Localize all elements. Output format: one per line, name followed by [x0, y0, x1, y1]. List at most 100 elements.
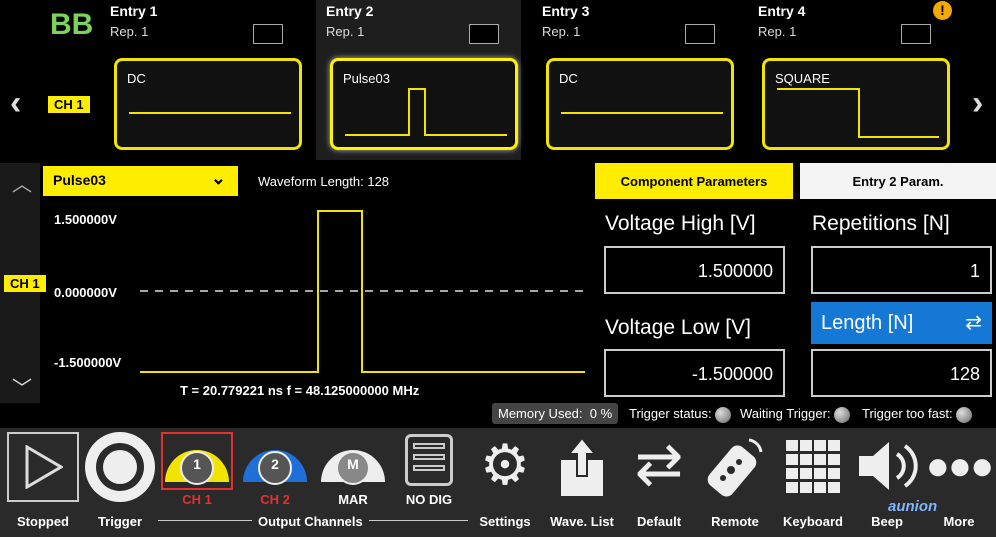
length-label: Length [N]: [821, 312, 914, 334]
scroll-left-arrow[interactable]: ‹: [10, 84, 22, 122]
voltage-low-label: Voltage Low [V]: [605, 316, 751, 339]
dc-wave-icon: [561, 112, 723, 114]
waveform-select[interactable]: Pulse03 ⌄: [43, 166, 238, 196]
entry-rep-input[interactable]: [685, 24, 715, 44]
channel-2-number: 2: [271, 456, 279, 472]
length-field[interactable]: 128: [811, 349, 992, 397]
channel-2-button[interactable]: 2 CH 2: [238, 428, 312, 537]
voltage-high-label: Voltage High [V]: [605, 212, 756, 235]
voltage-high-field[interactable]: 1.500000: [604, 246, 785, 294]
beep-label: Beep: [871, 514, 903, 529]
entry-rep: Rep. 1: [326, 24, 365, 39]
channel-tag-side: CH 1: [4, 275, 46, 292]
marker-letter: M: [347, 456, 359, 472]
marker-label: MAR: [338, 492, 368, 507]
channel-tag: CH 1: [48, 96, 90, 113]
entry-2[interactable]: Entry 2 Rep. 1 Pulse03: [316, 0, 521, 160]
entry-rep: Rep. 1: [542, 24, 581, 39]
play-icon: [7, 432, 79, 502]
waiting-trigger: Waiting Trigger:: [740, 406, 851, 423]
entry-3[interactable]: Entry 3 Rep. 1 DC: [532, 0, 737, 160]
entry-rep-input[interactable]: [901, 24, 931, 44]
output-channels-label: Output Channels: [252, 514, 369, 529]
trigger-button[interactable]: Trigger: [82, 428, 158, 537]
trigger-status: Trigger status:: [629, 406, 732, 423]
keyboard-icon: [786, 440, 840, 493]
memory-used: Memory Used: 0 %: [492, 403, 619, 424]
entry-rep: Rep. 1: [110, 24, 149, 39]
entry-title: Entry 3: [542, 3, 590, 19]
trigger-status-label: Trigger status:: [629, 406, 712, 421]
repetitions-label: Repetitions [N]: [812, 212, 950, 235]
status-led-icon: [956, 406, 973, 423]
entry-4[interactable]: Entry 4 Rep. 1 ! SQUARE: [748, 0, 953, 160]
waveform-select-value: Pulse03: [53, 172, 106, 188]
entry-rep-input[interactable]: [469, 24, 499, 44]
entry-waveform-preview[interactable]: SQUARE: [762, 58, 950, 150]
settings-button[interactable]: ⚙ Settings: [470, 428, 540, 537]
bottom-toolbar: Stopped Trigger 1 CH 1 2 CH 2 M MAR NO D…: [0, 428, 996, 537]
entry-waveform-name: SQUARE: [775, 71, 830, 86]
stopped-button[interactable]: Stopped: [6, 428, 80, 537]
more-label: More: [943, 514, 975, 529]
more-button[interactable]: ●●● More: [924, 428, 994, 537]
speaker-icon: [859, 442, 918, 490]
keyboard-button[interactable]: Keyboard: [776, 428, 850, 537]
trigger-too-fast-label: Trigger too fast:: [862, 406, 953, 421]
brand-watermark: aunion: [888, 498, 938, 515]
voltage-low-field[interactable]: -1.500000: [604, 349, 785, 397]
trigger-icon: [85, 432, 155, 502]
scroll-right-arrow[interactable]: ›: [972, 84, 984, 122]
export-icon: [561, 436, 603, 496]
waveform-length: Waveform Length: 128: [258, 174, 390, 189]
entry-waveform-preview[interactable]: Pulse03: [330, 58, 518, 150]
chevron-up-icon[interactable]: ︿: [12, 174, 32, 196]
status-led-icon: [715, 406, 732, 423]
entry-1[interactable]: Entry 1 Rep. 1 DC: [100, 0, 305, 160]
beep-button[interactable]: Beep: [852, 428, 922, 537]
no-digital-button[interactable]: NO DIG: [392, 428, 466, 537]
tab-entry-param[interactable]: Entry 2 Param.: [800, 163, 996, 199]
entry-waveform-preview[interactable]: DC: [546, 58, 734, 150]
memory-used-value: 0 %: [589, 406, 613, 421]
channel-1-label: CH 1: [182, 492, 212, 507]
more-dots-icon: ●●●: [925, 444, 994, 488]
marker-button[interactable]: M MAR: [316, 428, 390, 537]
memory-used-label: Memory Used:: [498, 406, 583, 421]
chevron-down-icon[interactable]: ﹀: [12, 378, 32, 400]
square-wave-icon: [777, 88, 939, 138]
channel-1-number: 1: [193, 456, 201, 472]
entry-rep-input[interactable]: [253, 24, 283, 44]
y-axis-zero-label: 0.000000V: [54, 285, 117, 300]
channel-dial-icon: [243, 450, 307, 485]
swap-icon: ⇄: [965, 312, 982, 334]
trigger-too-fast: Trigger too fast:: [862, 406, 973, 423]
settings-label: Settings: [479, 514, 531, 529]
gear-icon: ⚙: [479, 433, 531, 496]
channel-1-button[interactable]: 1 CH 1: [160, 428, 234, 537]
entry-title: Entry 2: [326, 3, 374, 19]
pulse-wave-icon: [345, 88, 507, 136]
timing-readout: T = 20.779221 ns f = 48.125000000 MHz: [180, 383, 420, 398]
repeat-icon: ⇄: [634, 432, 684, 497]
channel-dial-icon: [165, 450, 229, 485]
marker-dial-icon: [321, 450, 385, 485]
y-axis-high-label: 1.500000V: [54, 212, 117, 227]
remote-control-icon: [707, 438, 763, 497]
length-toggle-button[interactable]: Length [N] ⇄: [811, 302, 992, 344]
tab-component-parameters[interactable]: Component Parameters: [595, 163, 793, 199]
wave-list-label: Wave. List: [550, 514, 614, 529]
y-axis-low-label: -1.500000V: [54, 355, 122, 370]
wave-list-button[interactable]: Wave. List: [546, 428, 618, 537]
remote-button[interactable]: Remote: [698, 428, 772, 537]
alert-icon[interactable]: !: [933, 1, 952, 20]
chevron-down-icon: ⌄: [210, 168, 226, 188]
entry-title: Entry 4: [758, 3, 806, 19]
default-button[interactable]: ⇄ Default: [622, 428, 696, 537]
repetitions-field[interactable]: 1: [811, 246, 992, 294]
entry-waveform-preview[interactable]: DC: [114, 58, 302, 150]
status-led-icon: [834, 406, 851, 423]
keyboard-label: Keyboard: [783, 514, 843, 529]
stopped-label: Stopped: [17, 514, 69, 529]
waiting-trigger-label: Waiting Trigger:: [740, 406, 831, 421]
